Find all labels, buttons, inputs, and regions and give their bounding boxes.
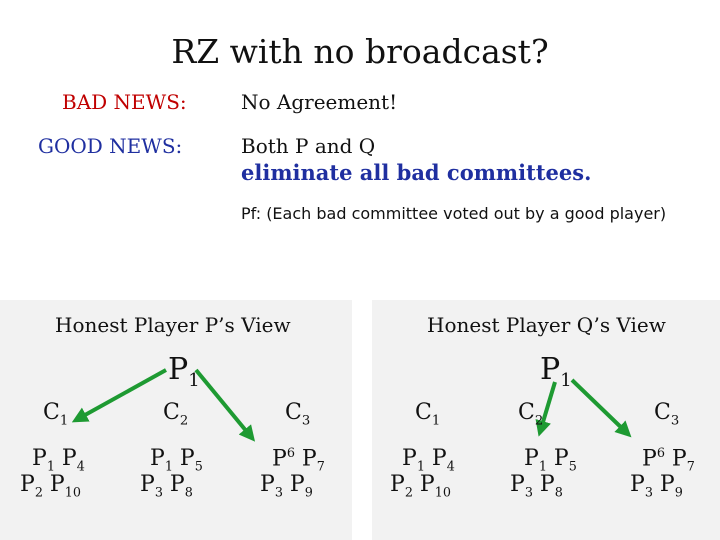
committee-c3-label: C3	[654, 400, 680, 429]
slide-title: RZ with no broadcast?	[171, 32, 549, 71]
bad-news-text: No Agreement!	[241, 90, 398, 114]
proof-text: Pf: (Each bad committee voted out by a g…	[241, 204, 667, 223]
committee-c3-label: C3	[285, 400, 311, 429]
p-view-panel: Honest Player P’s View P1 C1 C2 C3 P1 P4…	[0, 300, 352, 540]
q-view-player: P1	[540, 352, 572, 391]
committee-c2-members-row2: P3 P8	[510, 472, 563, 501]
committee-c1-label: C1	[415, 400, 441, 429]
arrow-to-c3	[194, 368, 256, 442]
committee-c2-label: C2	[518, 400, 544, 429]
arrow-to-c1	[71, 368, 167, 423]
good-news-label: GOOD NEWS:	[38, 134, 183, 158]
committee-c2-members-row2: P3 P8	[140, 472, 193, 501]
committee-c3-members-row1: P6 P7	[272, 446, 325, 475]
committee-c2-label: C2	[163, 400, 189, 429]
committee-c3-members-row2: P3 P9	[260, 472, 313, 501]
good-news-line2: eliminate all bad committees.	[241, 160, 592, 185]
committee-c1-members-row1: P1 P4	[402, 446, 455, 475]
q-view-panel: Honest Player Q’s View P1 C1 C2 C3 P1 P4…	[372, 300, 720, 540]
committee-c3-members-row2: P3 P9	[630, 472, 683, 501]
committee-c1-label: C1	[43, 400, 69, 429]
q-view-title: Honest Player Q’s View	[427, 313, 666, 337]
p-view-arrows	[71, 368, 256, 442]
committee-c1-members-row1: P1 P4	[32, 446, 85, 475]
committee-c2-members-row1: P1 P5	[524, 446, 577, 475]
arrow-to-c2	[535, 381, 557, 437]
q-view-arrows	[535, 378, 632, 438]
p-view-player: P1	[168, 352, 200, 391]
bad-news-label: BAD NEWS:	[62, 90, 187, 114]
committee-c1-members-row2: P2 P10	[20, 472, 81, 501]
committee-c1-members-row2: P2 P10	[390, 472, 451, 501]
p-view-title: Honest Player P’s View	[55, 313, 291, 337]
committee-c3-members-row1: P6 P7	[642, 446, 695, 475]
good-news-line1: Both P and Q	[241, 134, 376, 158]
committee-c2-members-row1: P1 P5	[150, 446, 203, 475]
arrow-to-c3	[570, 378, 632, 438]
